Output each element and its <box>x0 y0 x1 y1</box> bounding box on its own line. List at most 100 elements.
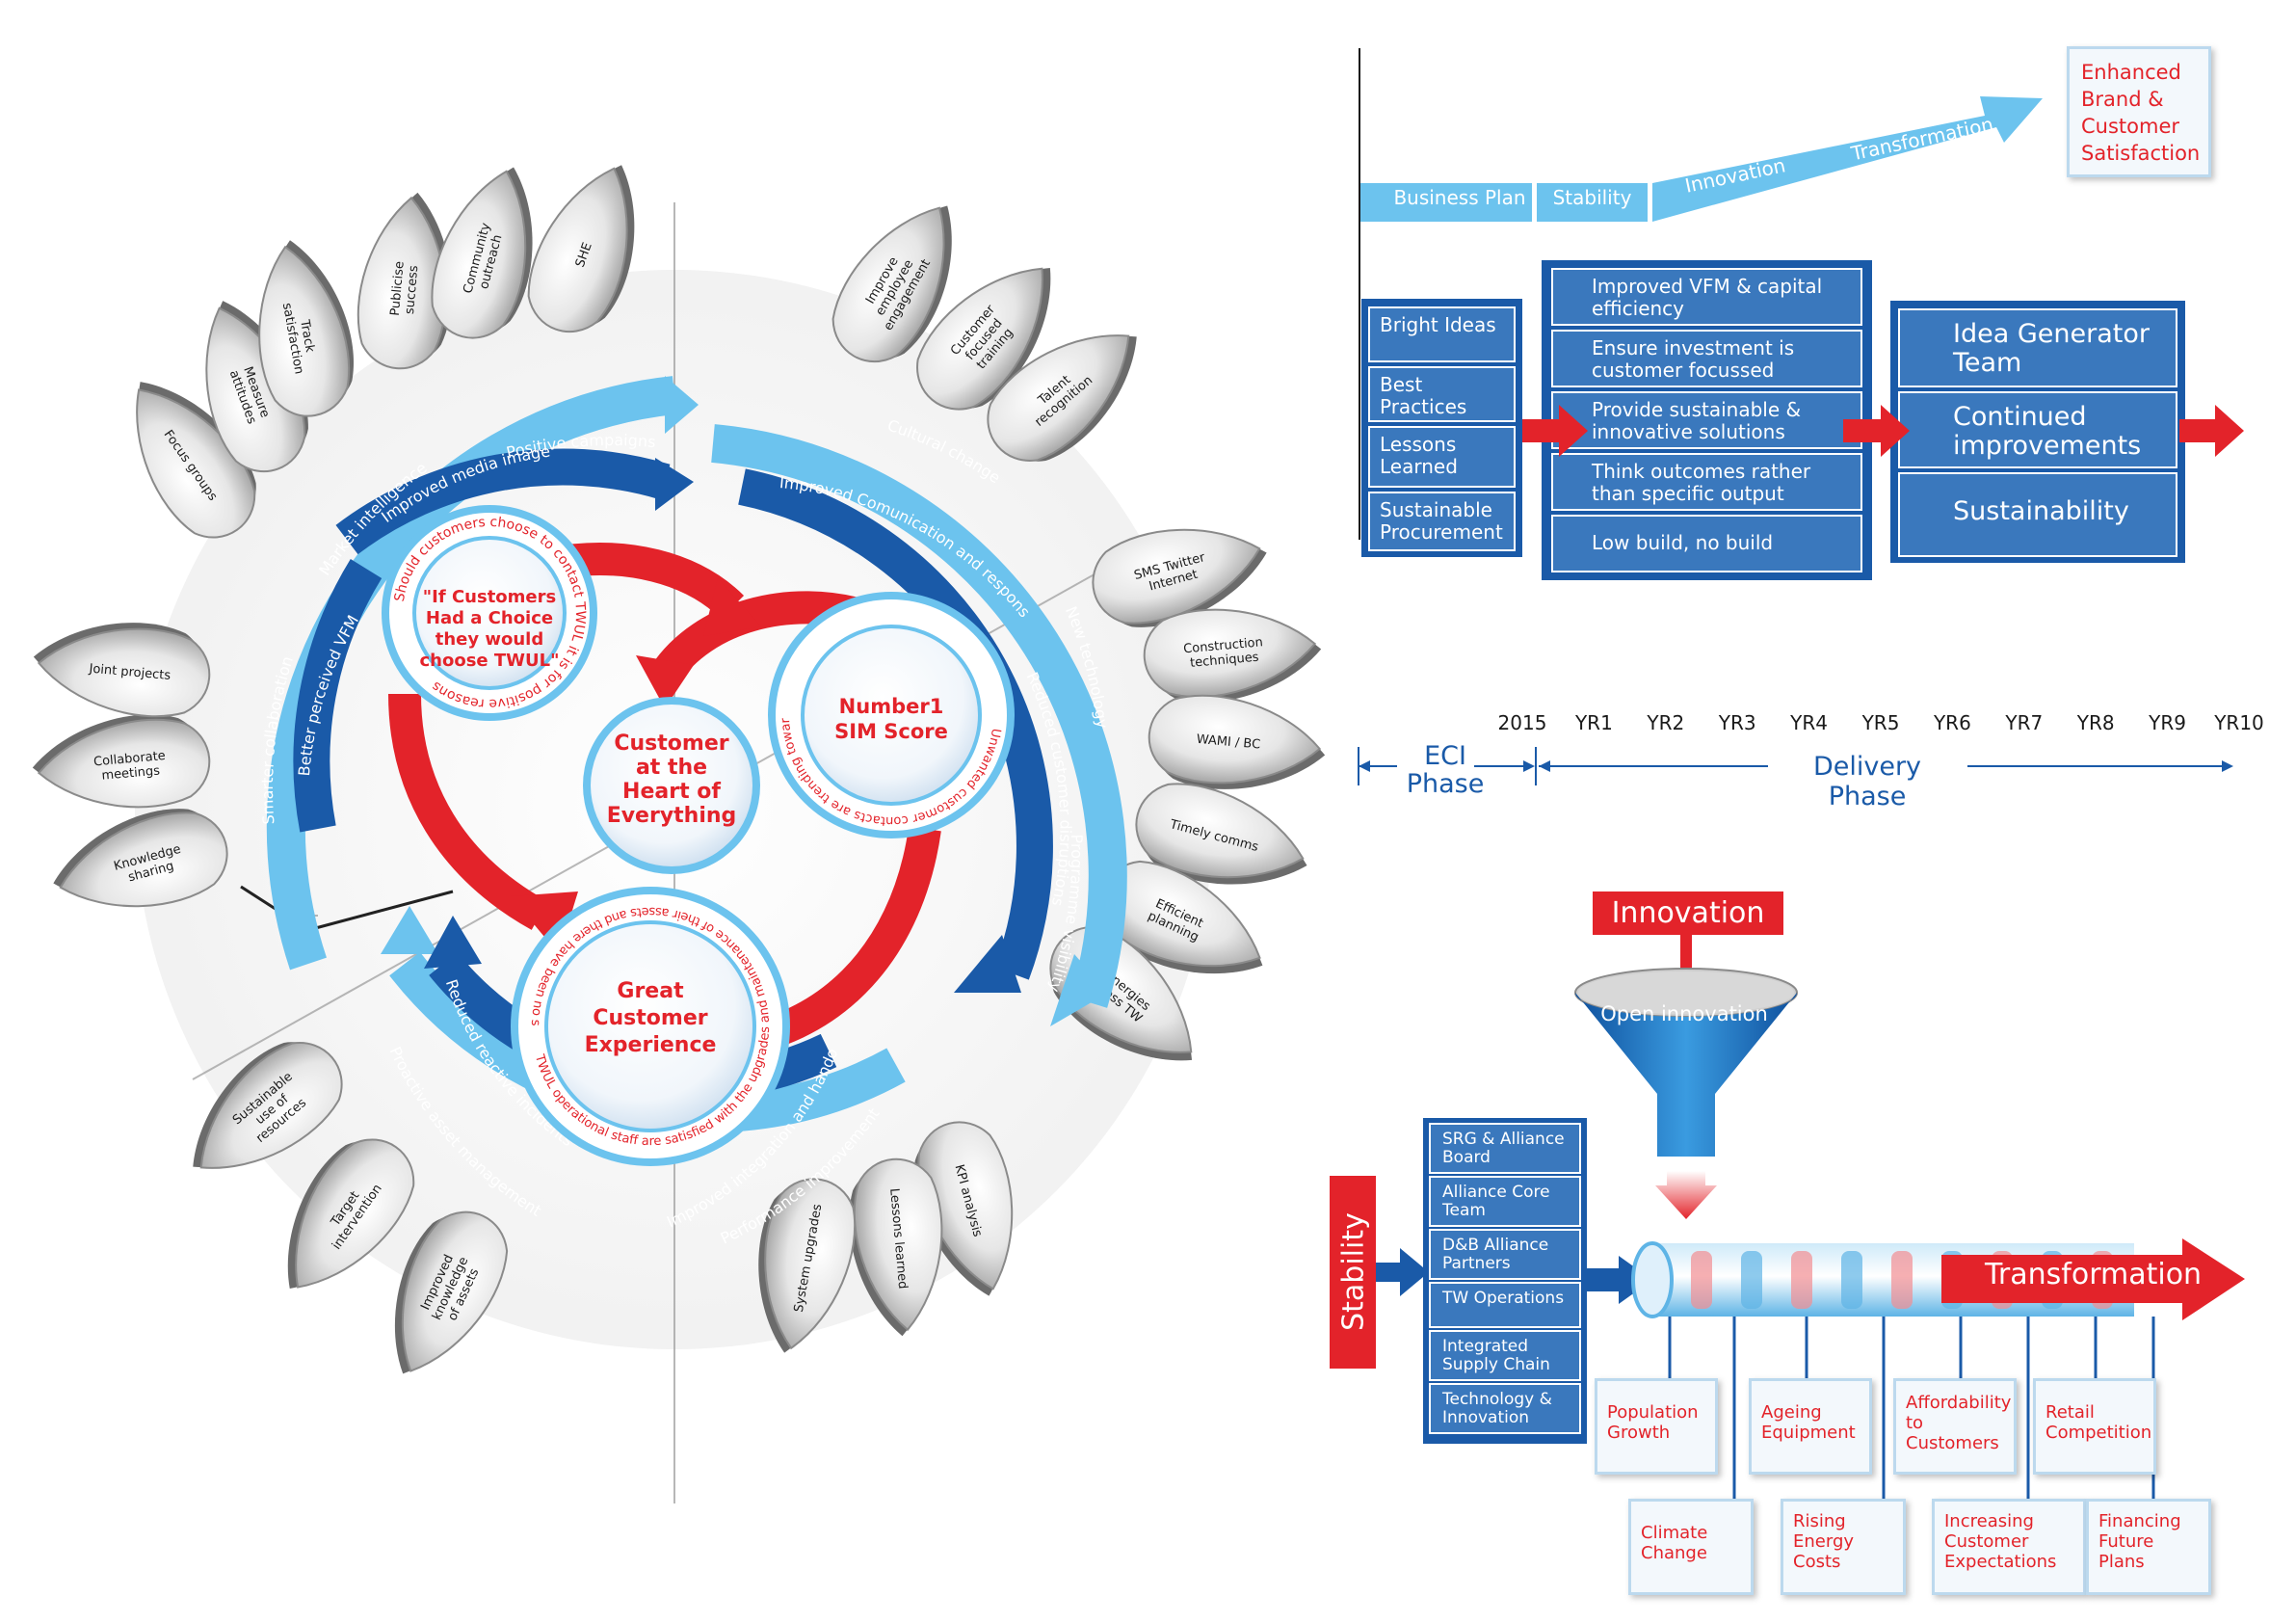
red-arrow-col1-col2 <box>1522 405 1588 457</box>
ring-arc-inner-top <box>335 448 671 555</box>
team-box: SRG & Alliance Board <box>1429 1123 1581 1174</box>
petal-7: Customerfocusedtraining <box>916 267 1051 411</box>
axis-tick-label: 2015 <box>1497 711 1547 734</box>
arrowhead <box>381 906 438 954</box>
petal-22: Collaboratemeetings <box>32 714 211 809</box>
box-sustainable-procurement: Sustainable Procurement <box>1368 492 1516 551</box>
team-box: Alliance Core Team <box>1429 1176 1581 1227</box>
top-bar-business-plan: Business Plan <box>1393 186 1526 209</box>
pointer-line <box>307 890 454 932</box>
petal-16: Lessons learned <box>849 1157 943 1337</box>
team-box: Technology & Innovation <box>1429 1383 1581 1434</box>
petal-18: Improvedknowledgeof assets <box>394 1211 509 1374</box>
petal-4: Communityoutreach <box>431 167 533 339</box>
driver-box-top: Affordability to Customers <box>1893 1378 2017 1475</box>
ring-arc-right <box>711 424 1127 1008</box>
delivery-phase-label: Delivery Phase <box>1812 752 1922 812</box>
axis-tick-label: YR8 <box>2076 711 2115 734</box>
customer-wheel-diagram: Focus groupsMeasureattitudesTracksatisfa… <box>0 0 1326 1503</box>
axis-tick-label: YR9 <box>2149 711 2187 734</box>
petal-8: Talentrecognition <box>987 334 1137 462</box>
transformation-arrow <box>1941 1238 2245 1320</box>
petal-group: Focus groupsMeasureattitudesTracksatisfa… <box>32 165 1326 1374</box>
box-sustainability: Sustainability <box>1898 472 2177 557</box>
box-idea-generator: Idea Generator Team <box>1898 308 2177 387</box>
top-bar-stability: Stability <box>1552 186 1632 209</box>
outcome-line: Enhanced <box>2081 61 2181 84</box>
box-improved-vfm: Improved VFM & capital efficiency <box>1551 268 1862 326</box>
stability-bar <box>1330 1176 1376 1369</box>
box-lessons-learned: Lessons Learned <box>1368 426 1516 488</box>
petal-label: Joint projects <box>88 662 172 683</box>
axis-tick-label: YR2 <box>1647 711 1685 734</box>
outcome-line: Brand & <box>2081 88 2164 111</box>
axis-tick-label: YR5 <box>1861 711 1900 734</box>
arrowhead <box>424 916 482 969</box>
box-best-practices: Best Practices <box>1368 366 1516 422</box>
petal-9: SMS TwitterInternet <box>1092 528 1267 627</box>
axis-tick-label: YR6 <box>1933 711 1971 734</box>
outcome-line: Satisfaction <box>2081 142 2201 165</box>
convertor-label: Idea Convertor Team <box>1545 603 1747 626</box>
box-bright-ideas: Bright Ideas <box>1368 306 1516 362</box>
driver-box-top: Population Growth <box>1595 1378 1718 1475</box>
petal-3: Publicisesuccess <box>356 192 452 370</box>
eci-phase-label: ECI Phase <box>1397 742 1493 798</box>
phase-arrows <box>1358 747 2233 785</box>
box-think-outcomes: Think outcomes rather than specific outp… <box>1551 453 1862 511</box>
ring-arc-inner-left <box>293 559 383 833</box>
red-arrow-left <box>388 693 548 930</box>
arrowhead <box>665 376 699 434</box>
team-box: Integrated Supply Chain <box>1429 1330 1581 1381</box>
driver-box-top: Ageing Equipment <box>1749 1378 1872 1475</box>
petal-15: KPI analysis <box>914 1121 1014 1296</box>
driver-box-top: Retail Competition <box>2033 1378 2156 1475</box>
petal-label: Constructiontechniques <box>1183 635 1265 671</box>
strategy-arrow <box>1359 96 2043 222</box>
petal-20: Sustainableuse ofresources <box>193 1042 343 1169</box>
open-innovation-label: Open innovation <box>1600 1002 1768 1025</box>
arrowhead <box>655 458 694 511</box>
team-box: TW Operations <box>1429 1282 1581 1328</box>
petal-12: Timely comms <box>1135 783 1307 885</box>
disc-choice: Should customers choose to contact TWUL … <box>382 505 597 721</box>
axis-tick-label: YR4 <box>1790 711 1829 734</box>
axis-tick-label: YR10 <box>2214 711 2264 734</box>
stability-label: Stability <box>1336 1212 1371 1331</box>
petal-19: Targetintervention <box>287 1138 415 1290</box>
innovation-label: Innovation <box>1593 891 1783 935</box>
petal-label: WAMI / BC <box>1196 732 1261 753</box>
driver-box-bottom: Rising Energy Costs <box>1781 1499 1906 1595</box>
petal-23: Joint projects <box>33 623 211 718</box>
axis-tick-label: YR7 <box>2005 711 2044 734</box>
box-ensure-investment: Ensure investment is customer focussed <box>1551 330 1862 387</box>
petal-6: Improveemployeeengagement <box>831 205 952 363</box>
box-sustainable-solutions: Provide sustainable & innovative solutio… <box>1551 391 1862 449</box>
arrowhead <box>1050 954 1108 1026</box>
red-arrowhead <box>703 578 761 636</box>
box-continued-improvements: Continued improvements <box>1898 391 2177 468</box>
driver-box-bottom: Climate Change <box>1628 1499 1754 1595</box>
stability-arrow <box>1376 1248 1429 1296</box>
petal-5: SHE <box>527 165 635 333</box>
eci-line: Phase <box>1406 769 1485 799</box>
team-box: D&B Alliance Partners <box>1429 1229 1581 1280</box>
driver-box-bottom: Increasing Customer Expectations <box>1932 1499 2086 1595</box>
petal-21: Knowledgesharing <box>53 809 228 908</box>
petal-0: Focus groups <box>136 382 256 539</box>
timeline-arrows-and-axis <box>1359 48 2244 540</box>
outcome-box: Enhanced Brand & Customer Satisfaction <box>2067 46 2211 177</box>
box-low-build: Low build, no build <box>1551 515 1862 572</box>
petal-17: System upgrades <box>758 1178 857 1353</box>
petal-2: Tracksatisfaction <box>258 240 354 417</box>
petal-10: Constructiontechniques <box>1143 608 1322 703</box>
petal-label: Collaboratemeetings <box>92 749 167 784</box>
axis-tick-label: YR3 <box>1718 711 1756 734</box>
red-arrow-col3-out <box>2179 405 2244 457</box>
axis-tick-label: YR1 <box>1574 711 1613 734</box>
